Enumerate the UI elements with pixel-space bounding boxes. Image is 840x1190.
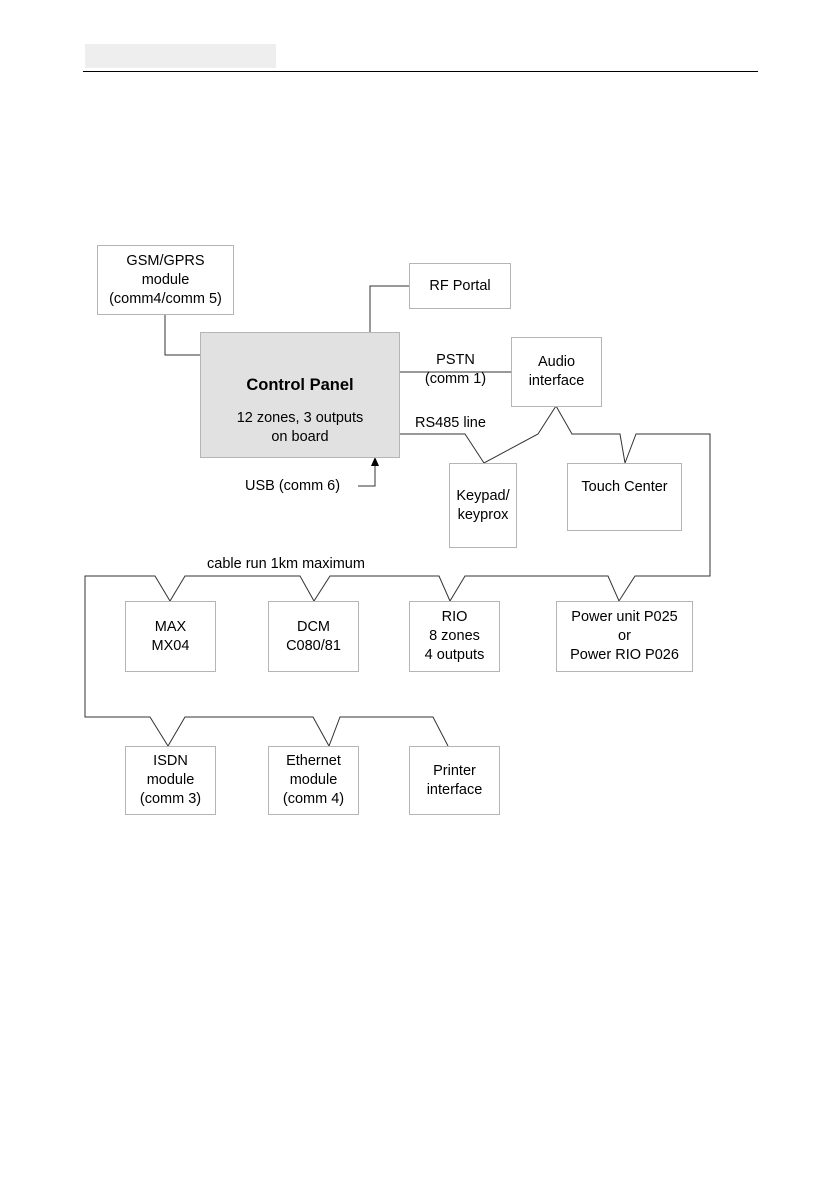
header-rule: [83, 71, 758, 72]
control-panel: Control Panel 12 zones, 3 outputs on boa…: [200, 332, 400, 458]
pstn-label: PSTN (comm 1): [408, 351, 503, 389]
ethernet-line-1: Ethernet: [286, 753, 341, 769]
gsm-line-1: GSM/GPRS: [126, 252, 205, 269]
control-panel-sub-1: 12 zones, 3 outputs: [236, 410, 364, 426]
gsm-line-3: (comm4/comm 5): [109, 290, 222, 307]
touch-center-label: Touch Center: [581, 479, 668, 495]
max-line-2: MX04: [151, 637, 190, 654]
keypad-line-1: Keypad/: [456, 487, 510, 504]
printer-line-2: interface: [426, 781, 483, 798]
wire-rs485-bus: [84, 405, 711, 748]
max-mx04: MAX MX04: [125, 601, 216, 672]
isdn-line-1: ISDN: [153, 753, 188, 769]
rf-portal: RF Portal: [409, 263, 511, 309]
dcm-line-1: DCM: [296, 618, 331, 635]
rs485-label: RS485 line: [415, 415, 486, 431]
gsm-line-2: module: [141, 271, 190, 288]
isdn-line-2: module: [146, 772, 195, 788]
printer-interface: Printer interface: [409, 746, 500, 815]
audio-line-1: Audio: [537, 354, 576, 370]
ethernet-line-3: (comm 4): [282, 791, 345, 807]
wire-gsm-panel: [164, 315, 200, 356]
ethernet-module: Ethernet module (comm 4): [268, 746, 359, 815]
power-line-1: Power unit P025: [571, 609, 678, 625]
audio-line-2: interface: [528, 373, 585, 389]
wire-panel-rf: [369, 285, 409, 332]
keypad-line-2: keyprox: [457, 506, 509, 523]
isdn-line-3: (comm 3): [139, 791, 202, 807]
pstn-line-2: (comm 1): [424, 371, 487, 387]
printer-line-1: Printer: [433, 762, 476, 779]
power-line-2: or: [618, 628, 631, 644]
power-unit: Power unit P025 or Power RIO P026: [556, 601, 693, 672]
isdn-module: ISDN module (comm 3): [125, 746, 216, 815]
rf-portal-label: RF Portal: [429, 277, 491, 294]
usb-arrowhead: [371, 457, 379, 466]
cable-run-label: cable run 1km maximum: [207, 556, 365, 572]
audio-interface: Audio interface: [511, 337, 602, 407]
dcm-line-2: C080/81: [286, 637, 341, 654]
power-line-3: Power RIO P026: [570, 647, 679, 663]
usb-label: USB (comm 6): [245, 478, 341, 494]
header-tab: [85, 44, 276, 68]
rio-line-2: 8 zones: [429, 628, 480, 644]
control-panel-sub-2: on board: [271, 429, 329, 445]
wire-usb: [358, 464, 376, 487]
keypad-keyprox: Keypad/ keyprox: [449, 463, 517, 548]
gsm-gprs-module: GSM/GPRS module (comm4/comm 5): [97, 245, 234, 315]
rio-line-1: RIO: [441, 609, 468, 625]
touch-center: Touch Center: [567, 463, 682, 531]
rio-line-3: 4 outputs: [424, 647, 485, 663]
control-panel-title: Control Panel: [246, 376, 354, 394]
rio-module: RIO 8 zones 4 outputs: [409, 601, 500, 672]
max-line-1: MAX: [154, 618, 187, 635]
dcm-c080-81: DCM C080/81: [268, 601, 359, 672]
pstn-line-1: PSTN: [436, 352, 475, 368]
ethernet-line-2: module: [289, 772, 338, 788]
